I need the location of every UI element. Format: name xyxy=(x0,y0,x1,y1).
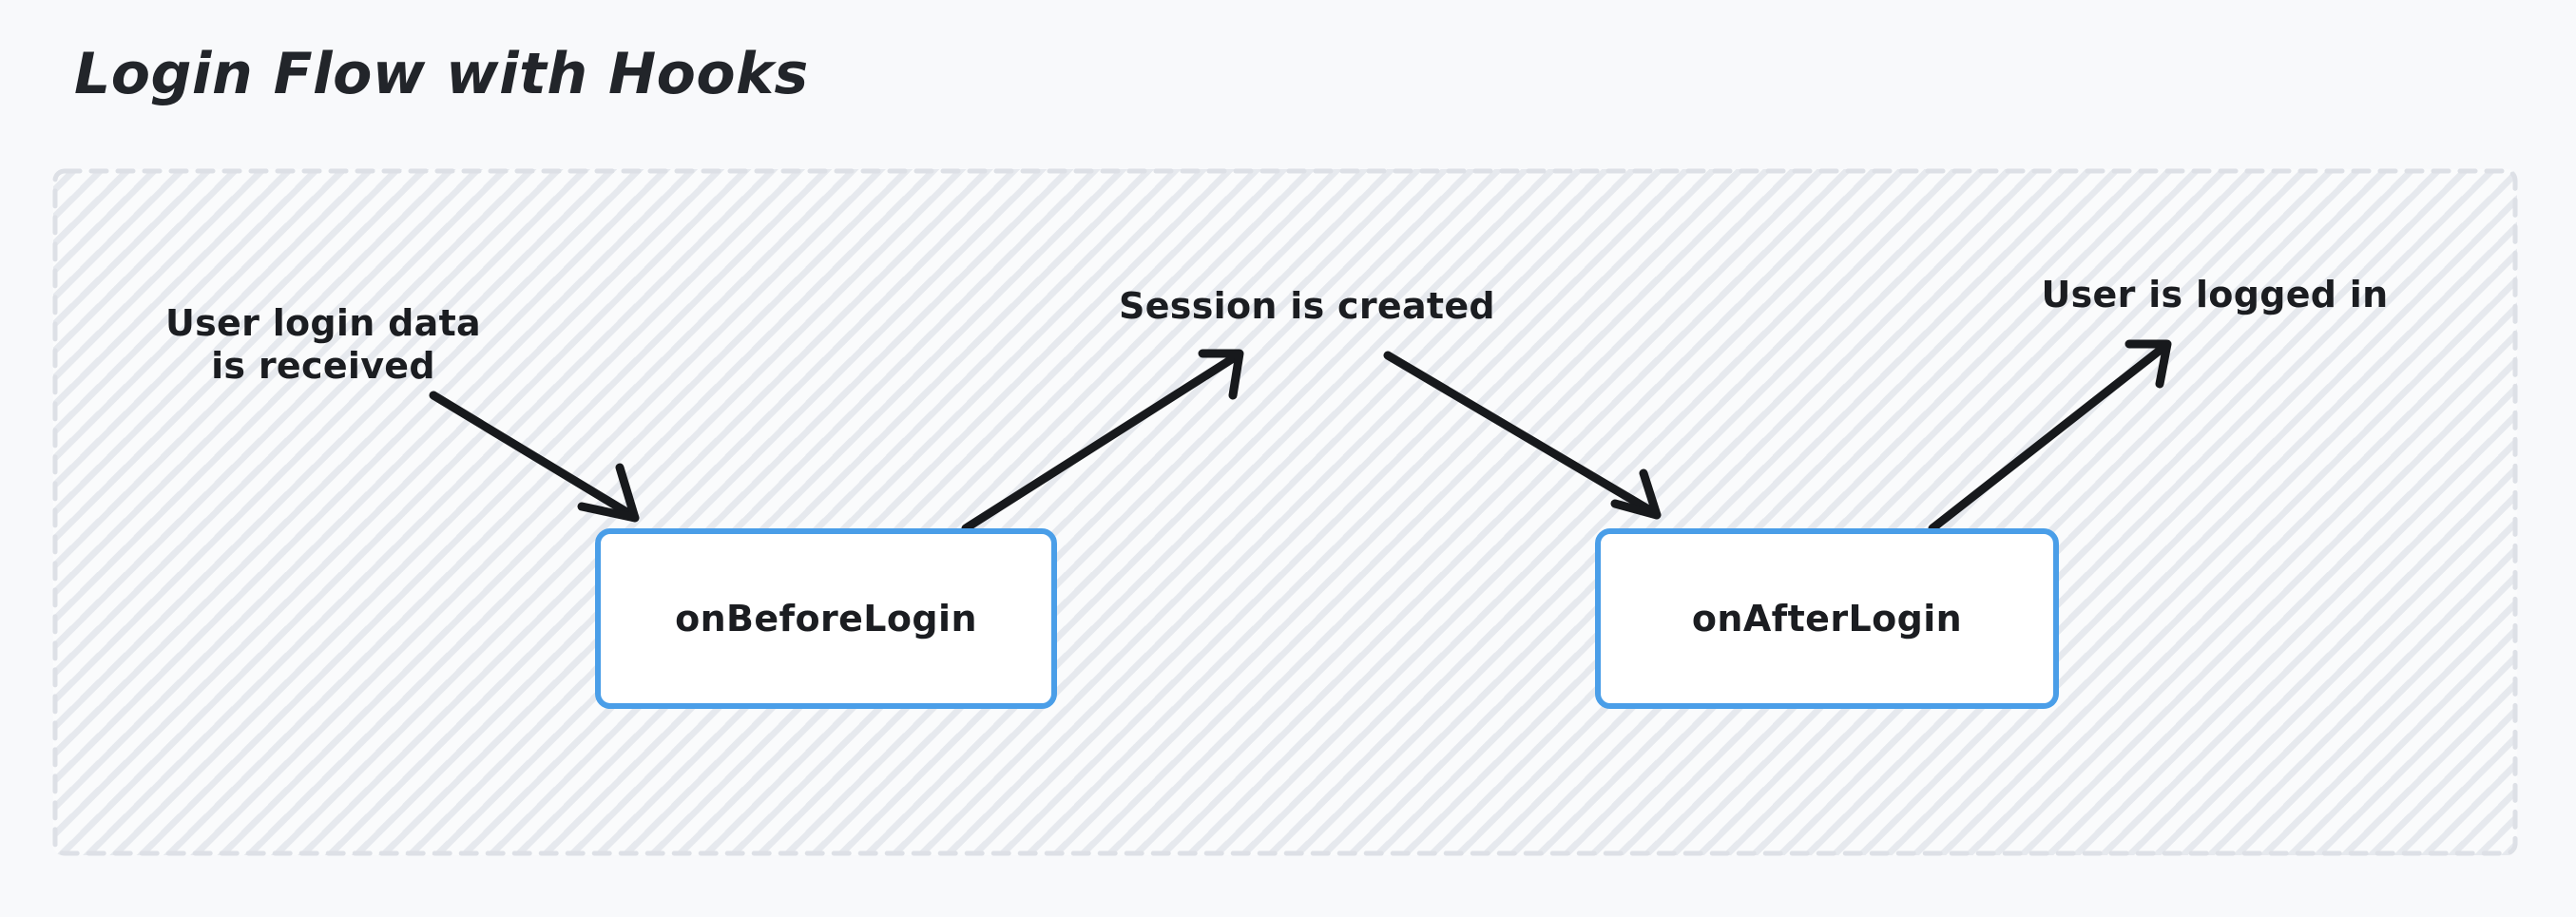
flow-container xyxy=(52,168,2518,856)
page-title: Login Flow with Hooks xyxy=(74,41,809,107)
node-on-after-login-label: onAfterLogin xyxy=(1691,598,1963,640)
edge-label-user-login-data: User login data is received xyxy=(164,302,481,387)
edge-label-user-logged-in: User is logged in xyxy=(2041,274,2389,315)
node-on-after-login[interactable]: onAfterLogin xyxy=(1595,528,2059,709)
node-on-before-login-label: onBeforeLogin xyxy=(675,598,977,640)
edge-label-session-created: Session is created xyxy=(1119,285,1495,327)
flow-container-dashed-border xyxy=(52,168,2518,856)
node-on-before-login[interactable]: onBeforeLogin xyxy=(595,528,1057,709)
